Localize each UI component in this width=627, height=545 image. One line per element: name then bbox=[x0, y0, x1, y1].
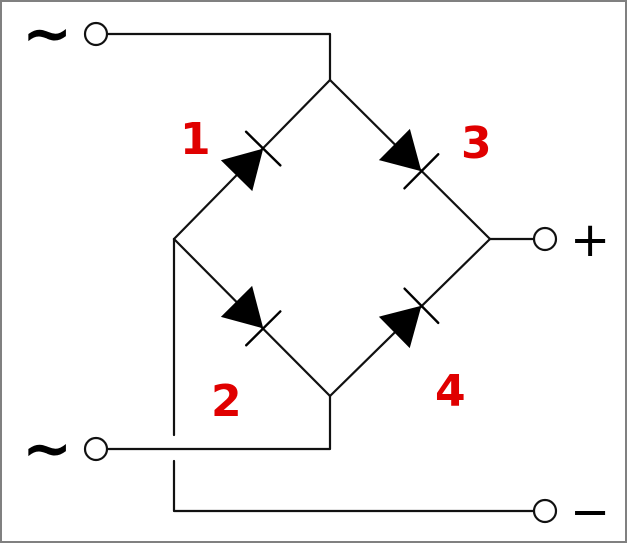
diode-label-2: 2 bbox=[211, 376, 242, 427]
diode-2-triangle bbox=[220, 285, 264, 329]
diode-3-bar bbox=[403, 153, 440, 190]
wire-ac-top bbox=[106, 32, 332, 82]
diode-label-1: 1 bbox=[180, 114, 211, 165]
diode-4-bar bbox=[403, 287, 440, 325]
diode-label-4: 4 bbox=[435, 366, 466, 417]
terminals: ~ ~ + − bbox=[22, 2, 610, 540]
terminal-ac-top-circle bbox=[83, 21, 109, 47]
diode-labels: 1 3 2 4 bbox=[180, 114, 492, 427]
diode-3-triangle bbox=[378, 128, 422, 172]
terminal-dc-negative-circle bbox=[532, 498, 558, 524]
wire-dc-negative-lower bbox=[172, 459, 535, 513]
diodes bbox=[220, 128, 440, 349]
terminal-dc-positive-label: + bbox=[570, 212, 610, 268]
terminal-ac-bottom-circle bbox=[83, 436, 109, 462]
wires bbox=[106, 32, 535, 513]
terminal-ac-top-label: ~ bbox=[22, 2, 72, 69]
wire-ac-bottom bbox=[106, 394, 332, 451]
diode-2-bar bbox=[245, 310, 282, 347]
diode-label-3: 3 bbox=[461, 118, 492, 169]
diode-4 bbox=[378, 287, 440, 349]
terminal-dc-positive-circle bbox=[532, 226, 558, 252]
diode-1-triangle bbox=[220, 148, 264, 192]
diode-2 bbox=[220, 285, 282, 347]
terminal-ac-bottom-label: ~ bbox=[22, 414, 72, 484]
diode-1-bar bbox=[244, 130, 282, 167]
terminal-dc-negative-label: − bbox=[570, 484, 610, 540]
diode-1 bbox=[220, 130, 282, 192]
diode-4-triangle bbox=[378, 305, 422, 349]
diode-3 bbox=[378, 128, 440, 190]
